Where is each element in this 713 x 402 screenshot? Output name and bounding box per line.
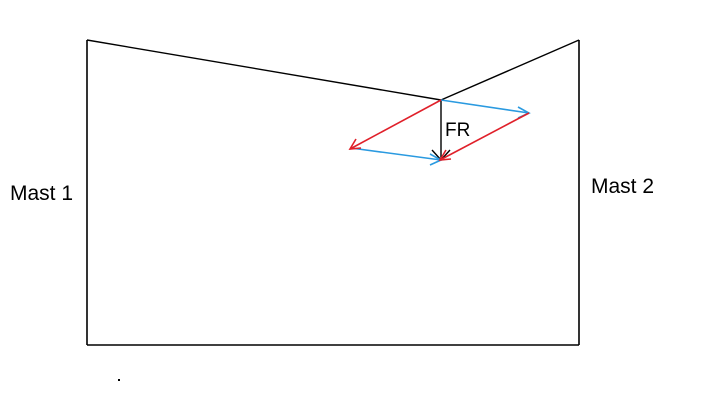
- resultant-force-label: FR: [445, 120, 471, 141]
- cable-2: [440, 39, 580, 101]
- blue-force-arrow-right: [440, 99, 531, 119]
- blue-force-arrow-bottom: [350, 147, 443, 166]
- stray-dot: [118, 379, 120, 381]
- red-force-arrow-left: [348, 99, 442, 150]
- mast-2-label: Mast 2: [591, 175, 655, 198]
- cable-1: [86, 39, 442, 101]
- mast-1-label: Mast 1: [10, 182, 74, 205]
- red-force-arrow-bottom: [438, 112, 530, 161]
